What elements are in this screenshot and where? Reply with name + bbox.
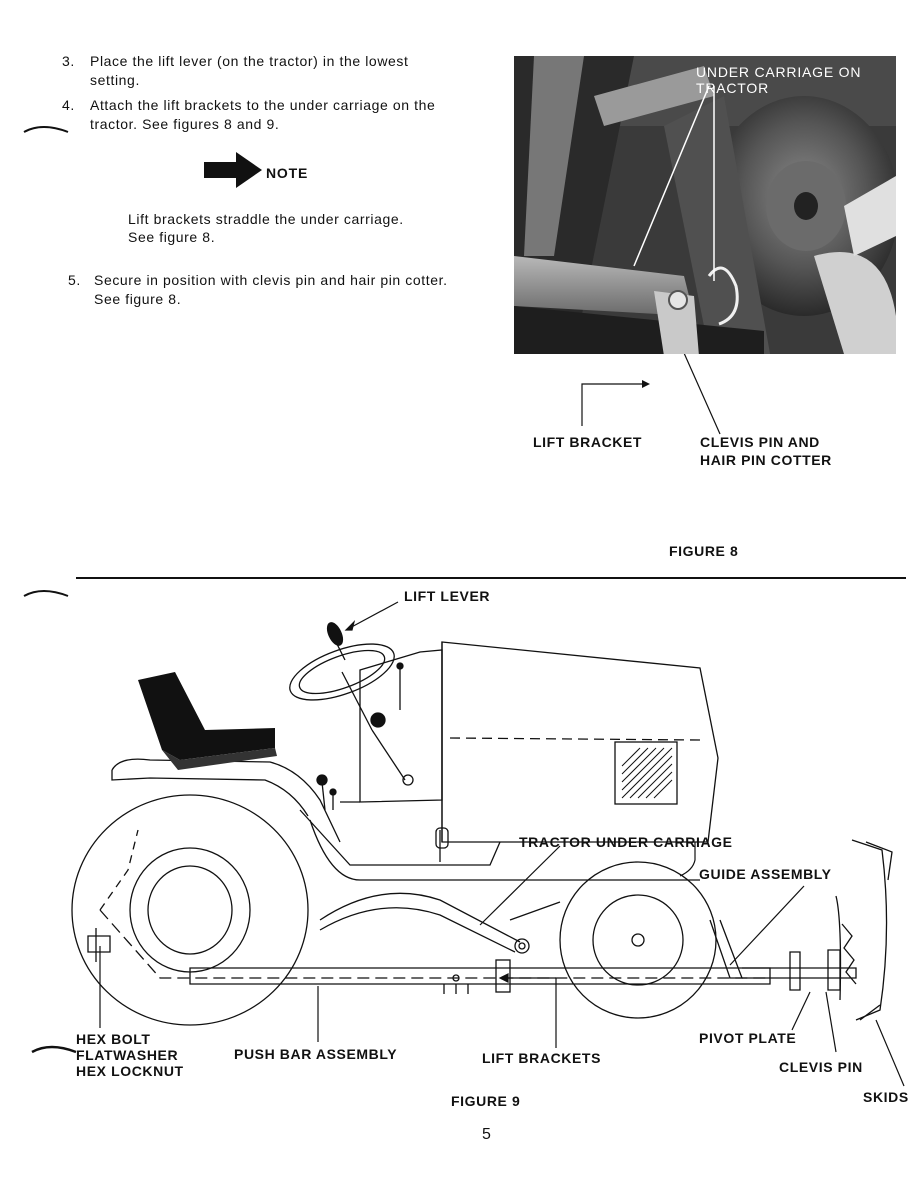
step-text: Attach the lift brackets to the under ca… <box>90 97 436 132</box>
scan-mark <box>31 1045 77 1054</box>
scan-mark <box>23 590 69 597</box>
callout-lift-lever: LIFT LEVER <box>404 588 491 604</box>
label-lift-bracket: LIFT BRACKET <box>533 434 643 450</box>
instruction-steps: 3. Place the lift lever (on the tractor)… <box>62 52 462 140</box>
step-number: 4. <box>62 97 75 113</box>
figure8-photo: UNDER CARRIAGE ON TRACTOR <box>514 56 896 354</box>
label-clevis-pin-line2: HAIR PIN COTTER <box>700 452 832 468</box>
label-clevis-pin-line1: CLEVIS PIN AND <box>700 434 820 450</box>
figure8-title: FIGURE 8 <box>669 543 739 559</box>
section-divider <box>76 577 906 579</box>
step-number: 5. <box>68 272 81 288</box>
callout-guide-assembly: GUIDE ASSEMBLY <box>699 866 832 882</box>
note-text: Lift brackets straddle the under carriag… <box>128 211 404 245</box>
callout-push-bar-assembly: PUSH BAR ASSEMBLY <box>234 1046 398 1062</box>
step-text: Place the lift lever (on the tractor) in… <box>90 53 409 88</box>
photo-caption: UNDER CARRIAGE ON TRACTOR <box>696 64 862 96</box>
scan-mark <box>23 126 69 133</box>
step-number: 3. <box>62 53 75 69</box>
callout-hex-bolt: HEX BOLT <box>76 1031 151 1047</box>
step-text: Secure in position with clevis pin and h… <box>94 272 448 307</box>
note-block: NOTE <box>204 152 308 193</box>
callout-pivot-plate: PIVOT PLATE <box>699 1030 797 1046</box>
callout-clevis-pin: CLEVIS PIN <box>779 1059 863 1075</box>
step-5: 5. Secure in position with clevis pin an… <box>68 271 478 315</box>
callout-hex-locknut: HEX LOCKNUT <box>76 1063 184 1079</box>
page-number: 5 <box>482 1126 491 1143</box>
callout-tractor-under-carriage: TRACTOR UNDER CARRIAGE <box>519 834 733 850</box>
figure9-drawing <box>71 601 905 1087</box>
step-4: 4. Attach the lift brackets to the under… <box>62 96 462 134</box>
callout-lift-brackets: LIFT BRACKETS <box>482 1050 602 1066</box>
note-label: NOTE <box>266 164 309 181</box>
arrow-icon <box>204 152 262 193</box>
callout-flatwasher: FLATWASHER <box>76 1047 179 1063</box>
callout-skids: SKIDS <box>863 1089 909 1105</box>
figure9-title: FIGURE 9 <box>451 1093 521 1109</box>
step-3: 3. Place the lift lever (on the tractor)… <box>62 52 462 90</box>
figure8-leader-lines <box>581 354 721 435</box>
